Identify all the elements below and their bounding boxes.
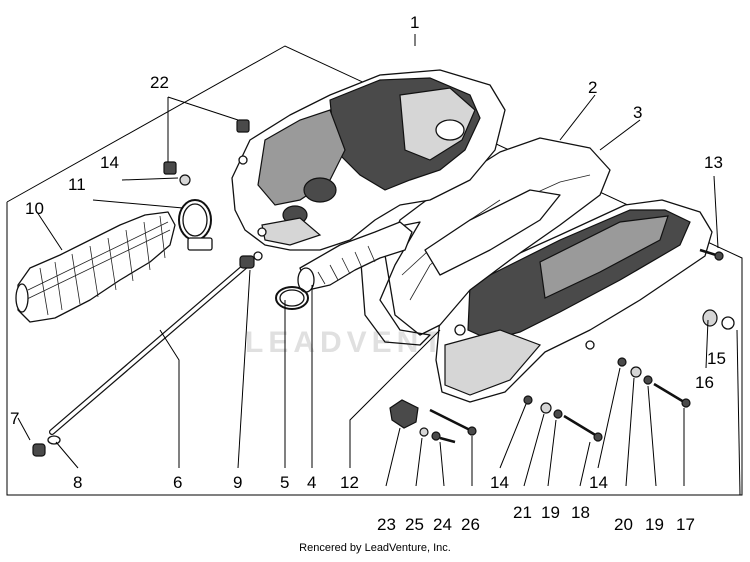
part-filter-element [384, 137, 611, 336]
callout-22: 22 [150, 73, 169, 92]
callout-14-mid: 14 [490, 473, 509, 492]
part-hose-clamp-5 [275, 286, 309, 310]
callout-15: 15 [707, 349, 726, 368]
part-plug-7 [32, 443, 46, 457]
part-washer-14a [179, 174, 191, 186]
callout-1: 1 [410, 13, 419, 32]
part-screw-18 [563, 414, 603, 442]
callout-14-right: 14 [589, 473, 608, 492]
callout-21: 21 [513, 503, 532, 522]
assembly-frame [6, 45, 743, 496]
callout-13: 13 [704, 153, 723, 172]
callout-8: 8 [73, 473, 82, 492]
callout-18: 18 [571, 503, 590, 522]
part-air-filter-cover [435, 199, 713, 403]
callout-6: 6 [173, 473, 182, 492]
part-washer-14c [617, 357, 627, 367]
callout-7: 7 [10, 409, 19, 428]
callout-17: 17 [676, 515, 695, 534]
part-hose-clamp-11 [178, 199, 213, 251]
callout-25: 25 [405, 515, 424, 534]
footer-credit: Rencered by LeadVenture, Inc. [299, 542, 451, 554]
part-washer-19b [643, 375, 653, 385]
part-washer-21 [540, 402, 552, 414]
part-grommet-16 [702, 309, 718, 327]
part-bracket-23 [389, 399, 419, 429]
part-nut-15 [721, 316, 735, 330]
callout-19-left: 19 [541, 503, 560, 522]
part-screw-17 [653, 382, 691, 408]
callout-11: 11 [68, 175, 86, 194]
part-washer-14b [523, 395, 533, 405]
callout-10: 10 [25, 199, 44, 218]
part-washer-20 [630, 366, 642, 378]
part-intake-duct [297, 221, 413, 293]
part-screw-24 [431, 431, 456, 444]
callout-19-right: 19 [645, 515, 664, 534]
part-clip-22b [163, 161, 177, 175]
callout-5: 5 [280, 473, 289, 492]
part-clip-22a [236, 119, 250, 133]
part-intake-hose [15, 211, 176, 323]
callout-23: 23 [377, 515, 396, 534]
callout-3: 3 [633, 103, 642, 122]
callout-24: 24 [433, 515, 452, 534]
callout-2: 2 [588, 78, 597, 97]
callout-20: 20 [614, 515, 633, 534]
callout-26: 26 [461, 515, 480, 534]
part-washer-25 [419, 427, 429, 437]
part-air-box-housing [231, 69, 506, 251]
part-washer-19a [553, 409, 563, 419]
part-screw-26 [429, 408, 477, 436]
part-housing-gasket [359, 221, 431, 346]
leader-lines [17, 94, 741, 496]
part-plug-9 [239, 251, 263, 269]
part-clip-8 [47, 435, 61, 445]
callout-12: 12 [340, 473, 359, 492]
callout-16: 16 [695, 373, 714, 392]
part-screw-13 [699, 248, 724, 261]
part-drain-tube [49, 259, 253, 435]
callout-4: 4 [307, 473, 316, 492]
callout-9: 9 [233, 473, 242, 492]
callout-14-top: 14 [100, 153, 119, 172]
